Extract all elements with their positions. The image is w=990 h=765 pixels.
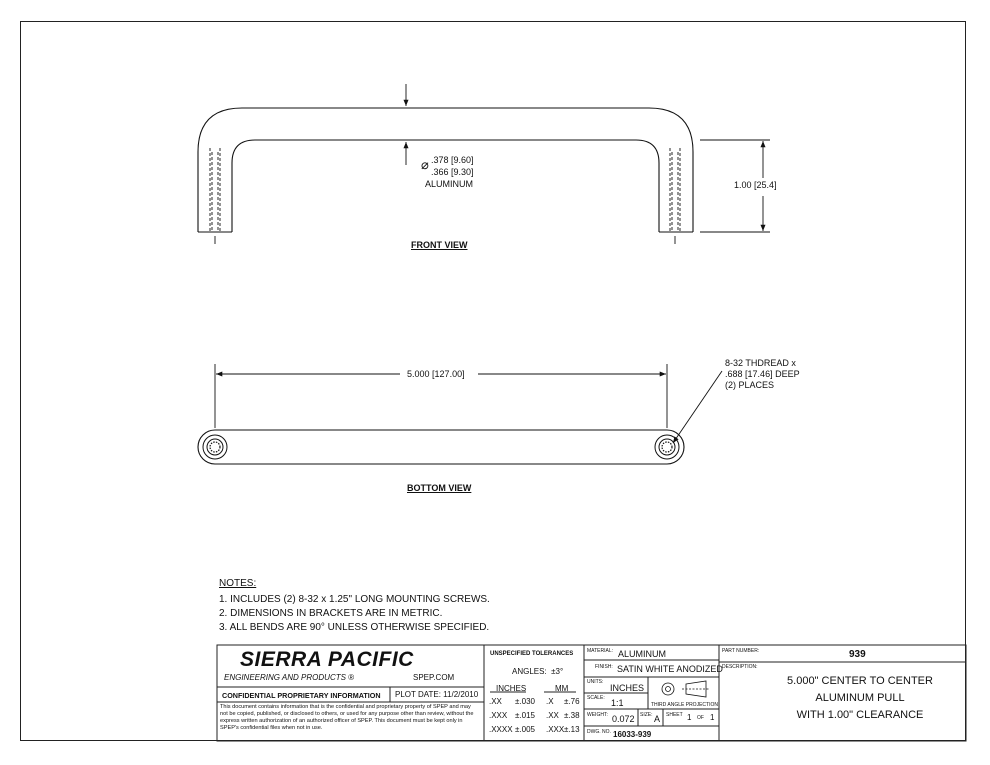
- right-hole: [654, 434, 680, 460]
- tol-mm-header: MM: [555, 684, 569, 693]
- tol-row-1-mm-place: .X: [546, 697, 554, 706]
- units-value: INCHES: [610, 683, 645, 693]
- right-thread-hidden-lines: [669, 148, 681, 232]
- description-line-1: 5.000" CENTER TO CENTER: [787, 675, 933, 687]
- material-label: MATERIAL:: [587, 648, 614, 654]
- size-value: A: [654, 714, 661, 724]
- notes-title: NOTES:: [219, 578, 257, 589]
- tol-row-2-mm-tol: ±.38: [564, 711, 580, 720]
- sheet-total: 1: [710, 713, 715, 722]
- note-2: 2. DIMENSIONS IN BRACKETS ARE IN METRIC.: [219, 608, 443, 619]
- note-3: 3. ALL BENDS ARE 90° UNLESS OTHERWISE SP…: [219, 622, 490, 633]
- material-callout: ALUMINUM: [425, 179, 474, 189]
- tol-row-1-in-place: .XX: [489, 697, 502, 706]
- finish-value: SATIN WHITE ANODIZED: [617, 664, 723, 674]
- diameter-lower-mm: [9.30]: [451, 167, 474, 177]
- tol-row-1-mm-tol: ±.76: [564, 697, 580, 706]
- tol-row-3-mm-place: .XXX: [546, 725, 565, 734]
- confidential-text: This document contains information that …: [220, 704, 474, 731]
- projection-label: THIRD ANGLE PROJECTION: [651, 702, 718, 708]
- tol-row-3-in-tol: ±.005: [515, 725, 535, 734]
- sheet-label: SHEET: [666, 712, 683, 718]
- projection-symbol: [661, 680, 710, 698]
- tol-row-2-in-place: .XXX: [489, 711, 508, 720]
- length-dimension-label: 5.000 [127.00]: [407, 369, 465, 379]
- of-label: OF: [697, 715, 704, 721]
- diameter-symbol: ⌀: [421, 157, 429, 172]
- front-view-title: FRONT VIEW: [411, 240, 468, 250]
- tol-row-2-in-tol: ±.015: [515, 711, 535, 720]
- title-block-grid: [216, 644, 967, 742]
- thread-callout-line3: (2) PLACES: [725, 380, 775, 390]
- scale-value: 1:1: [611, 698, 624, 708]
- description-line-3: WITH 1.00" CLEARANCE: [796, 709, 924, 721]
- thread-leader: [672, 370, 723, 444]
- length-dimension: [214, 364, 668, 428]
- registered-mark: ®: [348, 673, 355, 682]
- units-label: UNITS:: [587, 679, 604, 685]
- thread-callout-line1: 8-32 THDREAD x: [725, 358, 796, 368]
- left-hole: [202, 434, 228, 460]
- weight-label: WEIGHT:: [587, 712, 608, 718]
- diameter-lower-in: .366: [431, 167, 449, 177]
- dwg-no-label: DWG. NO.: [587, 729, 611, 735]
- handle-outer-outline: [197, 107, 694, 232]
- tol-row-1-in-tol: ±.030: [515, 697, 535, 706]
- confidential-title: CONFIDENTIAL PROPRIETARY INFORMATION: [222, 691, 381, 700]
- tol-row-3-in-place: .XXXX: [489, 725, 513, 734]
- left-thread-hidden-lines: [209, 148, 221, 232]
- material-value: ALUMINUM: [618, 649, 667, 659]
- bottom-view-bar: [197, 429, 685, 465]
- company-subtitle: ENGINEERING AND PRODUCTS ®: [224, 673, 355, 682]
- description-text: 5.000" CENTER TO CENTER ALUMINUM PULL WI…: [740, 673, 980, 724]
- company-website: SPEP.COM: [413, 673, 455, 682]
- tol-inches-header: INCHES: [496, 684, 527, 693]
- angles-tolerance: ANGLES: ±3°: [512, 667, 564, 676]
- plot-date: PLOT DATE: 11/2/2010: [395, 690, 479, 699]
- tolerances-title: UNSPECIFIED TOLERANCES: [490, 651, 574, 657]
- description-label: DESCRIPTION:: [722, 664, 758, 670]
- front-view-handle: [197, 107, 694, 233]
- tol-row-3-mm-tol: ±.13: [564, 725, 580, 734]
- handle-inner-outline: [231, 139, 660, 232]
- front-center-marks: [214, 236, 676, 244]
- company-name: SIERRA PACIFIC: [240, 648, 414, 671]
- diameter-upper-in: .378: [431, 155, 449, 165]
- part-number-value: 939: [849, 649, 866, 660]
- bottom-view-title: BOTTOM VIEW: [407, 483, 472, 493]
- height-dimension: [700, 139, 770, 233]
- thread-callout-line2: .688 [17.46] DEEP: [725, 369, 800, 379]
- tol-row-2-mm-place: .XX: [546, 711, 559, 720]
- diameter-upper-mm: [9.60]: [451, 155, 474, 165]
- sheet-value: 1: [687, 713, 692, 722]
- weight-value: 0.072: [612, 714, 635, 724]
- dwg-no-value: 16033-939: [613, 730, 652, 739]
- description-line-2: ALUMINUM PULL: [815, 692, 905, 704]
- part-number-label: PART NUMBER:: [722, 648, 760, 654]
- finish-label: FINISH:: [595, 664, 613, 670]
- scale-label: SCALE:: [587, 695, 605, 701]
- size-label: SIZE:: [640, 712, 653, 718]
- note-1: 1. INCLUDES (2) 8-32 x 1.25" LONG MOUNTI…: [219, 594, 490, 605]
- height-dimension-label: 1.00 [25.4]: [734, 180, 777, 190]
